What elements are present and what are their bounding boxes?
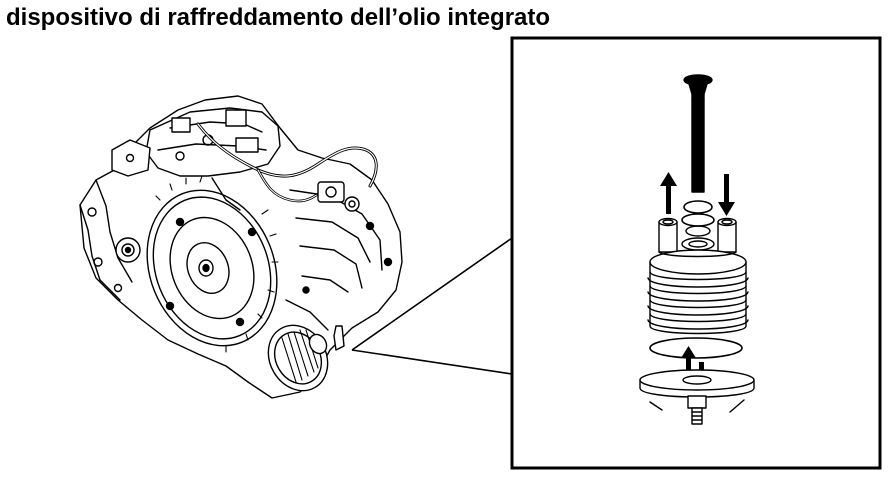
center-bolt: [683, 74, 713, 193]
mounting-flange: [639, 369, 755, 425]
cooler-exploded-view: [639, 74, 755, 425]
detail-inset: [510, 36, 882, 470]
flow-arrow-down-icon: [718, 174, 735, 216]
flow-arrow-up-icon: [660, 172, 677, 214]
callout-leader-line: [351, 237, 513, 375]
transmission-illustration: [79, 95, 403, 399]
cooler-body: [647, 217, 749, 335]
mounted-oil-cooler: [267, 324, 345, 392]
diagram-title: dispositivo di raffreddamento dell’olio …: [6, 4, 551, 31]
seal-ring-lower: [685, 225, 711, 237]
washer-upper: [683, 200, 713, 214]
